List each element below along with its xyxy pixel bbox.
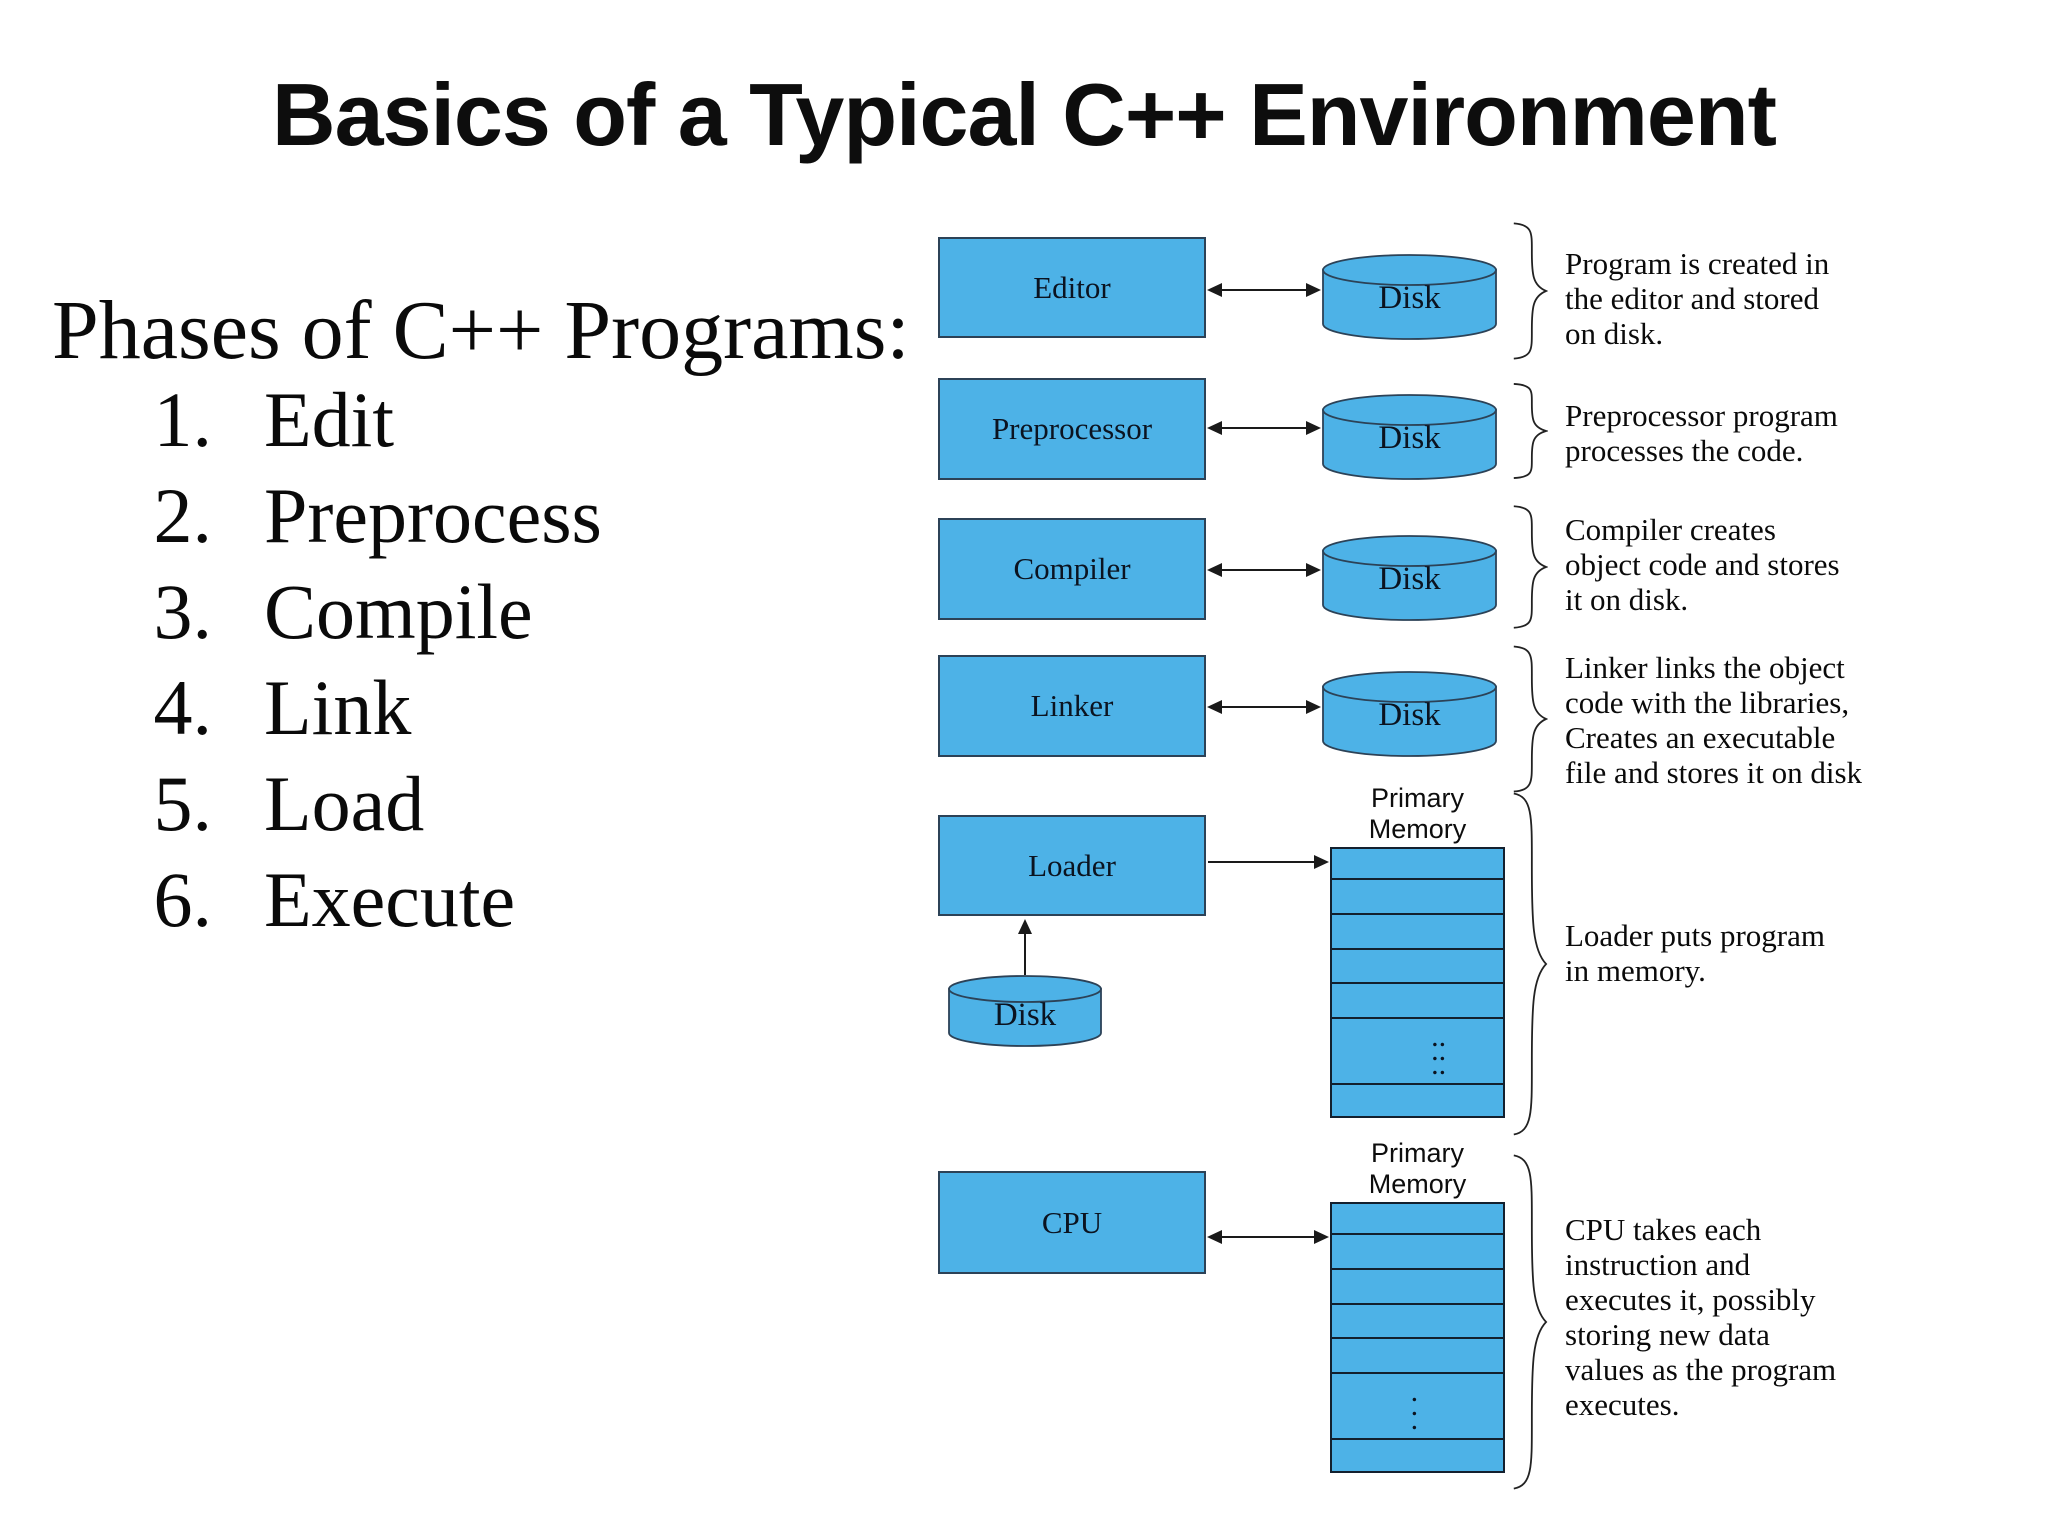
phase-label: Execute xyxy=(264,856,516,943)
memory-row xyxy=(1332,849,1503,880)
editor-box-label: Editor xyxy=(1033,269,1111,305)
phase-label: Load xyxy=(264,760,425,847)
disk-editor: Disk xyxy=(1322,254,1497,340)
memory-row xyxy=(1332,1305,1503,1339)
primary-memory-label: Primary Memory xyxy=(1368,1138,1467,1199)
note-linker: Linker links the object code with the li… xyxy=(1565,650,1863,790)
memory-row xyxy=(1332,950,1503,984)
phase-label: Preprocess xyxy=(264,472,602,559)
phase-item-edit: 1. Edit xyxy=(100,375,800,465)
disk-cylinder-icon xyxy=(1322,254,1497,340)
phase-item-load: 5. Load xyxy=(100,759,800,849)
note-loader: Loader puts program in memory. xyxy=(1565,918,1825,988)
double-arrow-icon xyxy=(1207,563,1321,577)
brace-icon xyxy=(1510,222,1548,360)
disk-cylinder-icon xyxy=(1322,535,1497,621)
phase-number: 3. xyxy=(153,568,213,655)
disk-label: Disk xyxy=(993,997,1057,1033)
phase-item-preprocess: 2. Preprocess xyxy=(100,471,800,561)
preprocessor-box-label: Preprocessor xyxy=(991,411,1153,446)
brace-icon xyxy=(1510,505,1548,629)
compiler-box-label: Compiler xyxy=(1013,551,1131,586)
disk-label: Disk xyxy=(1378,280,1441,316)
double-arrow-icon xyxy=(1207,283,1321,297)
double-arrow-icon xyxy=(1207,1230,1329,1244)
phase-label: Link xyxy=(264,664,412,751)
double-arrow-icon xyxy=(1207,421,1321,435)
phases-heading: Phases of C++ Programs: xyxy=(52,284,910,377)
memory-row xyxy=(1332,1339,1503,1374)
memory-ellipsis-dots: .. .. .. xyxy=(1431,1020,1447,1081)
phase-item-link: 4. Link xyxy=(100,663,800,753)
memory-row xyxy=(1332,1204,1503,1235)
note-cpu: CPU takes each instruction and executes … xyxy=(1565,1212,1837,1422)
compiler-box: Compiler xyxy=(938,518,1206,620)
primary-memory-stack-cpu: . . . xyxy=(1330,1202,1505,1473)
disk-preprocessor: Disk xyxy=(1322,394,1497,480)
disk-loader: Disk xyxy=(948,975,1102,1049)
preprocessor-box: Preprocessor xyxy=(938,378,1206,480)
linker-box-label: Linker xyxy=(1030,688,1114,723)
disk-linker: Disk xyxy=(1322,671,1497,757)
primary-memory-stack-loader: .. .. .. xyxy=(1330,847,1505,1118)
note-preprocessor: Preprocessor program processes the code. xyxy=(1565,398,1838,468)
cpu-box-label: CPU xyxy=(1041,1204,1103,1240)
memory-row xyxy=(1332,915,1503,950)
disk-cylinder-icon xyxy=(948,975,1102,1047)
primary-memory-label: Primary Memory xyxy=(1368,783,1467,844)
memory-row: . . . xyxy=(1332,1374,1503,1440)
phase-number: 5. xyxy=(153,760,213,847)
memory-row: .. .. .. xyxy=(1332,1019,1503,1085)
memory-row xyxy=(1332,1440,1503,1471)
loader-box: Loader xyxy=(938,815,1206,916)
double-arrow-icon xyxy=(1207,700,1321,714)
phase-number: 4. xyxy=(153,664,213,751)
linker-box: Linker xyxy=(938,655,1206,757)
disk-label: Disk xyxy=(1378,561,1441,597)
phase-number: 6. xyxy=(153,856,213,943)
memory-row xyxy=(1332,1085,1503,1116)
brace-icon xyxy=(1510,645,1548,793)
disk-cylinder-icon xyxy=(1322,394,1497,480)
memory-row xyxy=(1332,984,1503,1019)
disk-compiler: Disk xyxy=(1322,535,1497,621)
loader-box-label: Loader xyxy=(1028,847,1116,883)
memory-row xyxy=(1332,1235,1503,1270)
editor-box: Editor xyxy=(938,237,1206,338)
arrow-up-icon xyxy=(1018,919,1032,975)
disk-cylinder-icon xyxy=(1322,671,1497,757)
phase-label: Compile xyxy=(264,568,533,655)
note-compiler: Compiler creates object code and stores … xyxy=(1565,512,1840,617)
brace-icon xyxy=(1510,383,1548,479)
page-title: Basics of a Typical C++ Environment xyxy=(272,65,1777,164)
phase-item-compile: 3. Compile xyxy=(100,567,800,657)
phase-item-execute: 6. Execute xyxy=(100,855,800,945)
brace-icon xyxy=(1510,790,1548,1138)
phase-number: 2. xyxy=(153,472,213,559)
disk-label: Disk xyxy=(1378,420,1441,456)
phase-number: 1. xyxy=(153,376,213,463)
note-editor: Program is created in the editor and sto… xyxy=(1565,246,1830,351)
brace-icon xyxy=(1510,1152,1548,1492)
cpu-box: CPU xyxy=(938,1171,1206,1274)
arrow-right-icon xyxy=(1208,855,1329,869)
disk-label: Disk xyxy=(1378,697,1441,733)
memory-row xyxy=(1332,880,1503,915)
phase-label: Edit xyxy=(264,376,394,463)
memory-row xyxy=(1332,1270,1503,1305)
memory-ellipsis-dots: . . . xyxy=(1410,1375,1419,1436)
